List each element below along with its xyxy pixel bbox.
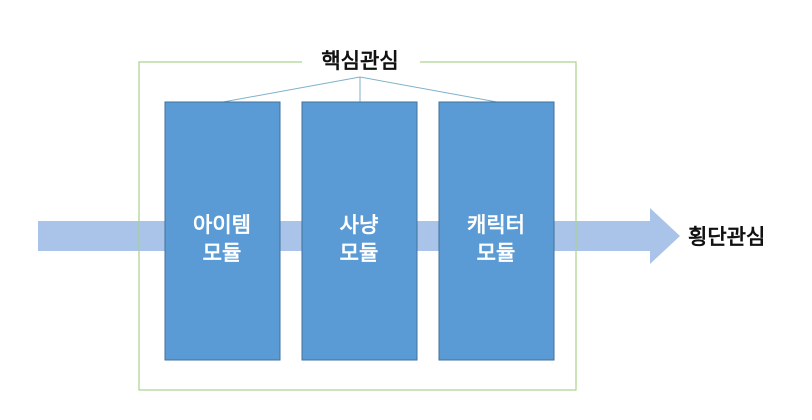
module-character: 캐릭터 모듈 [438,101,555,361]
module-item: 아이템 모듈 [164,101,281,361]
module-character-label-line2: 모듈 [477,241,516,265]
module-item-label-line2: 모듈 [203,241,242,265]
core-concern-title-bg [302,46,420,76]
connector-line-character [359,76,498,103]
core-concern-title: 핵심관심 [321,49,398,73]
module-character-box [438,101,555,361]
module-item-box [164,101,281,361]
module-hunt-label-line2: 모듈 [340,241,379,265]
connector-line-item [222,76,361,103]
module-character-label-line1: 캐릭터 [467,213,525,237]
module-hunt-label-line1: 사냥 [340,213,379,237]
cross-cutting-concern-title: 횡단관심 [688,225,765,249]
module-hunt-box [301,101,418,361]
module-hunt: 사냥 모듈 [301,101,418,361]
module-item-label-line1: 아이템 [193,213,251,237]
